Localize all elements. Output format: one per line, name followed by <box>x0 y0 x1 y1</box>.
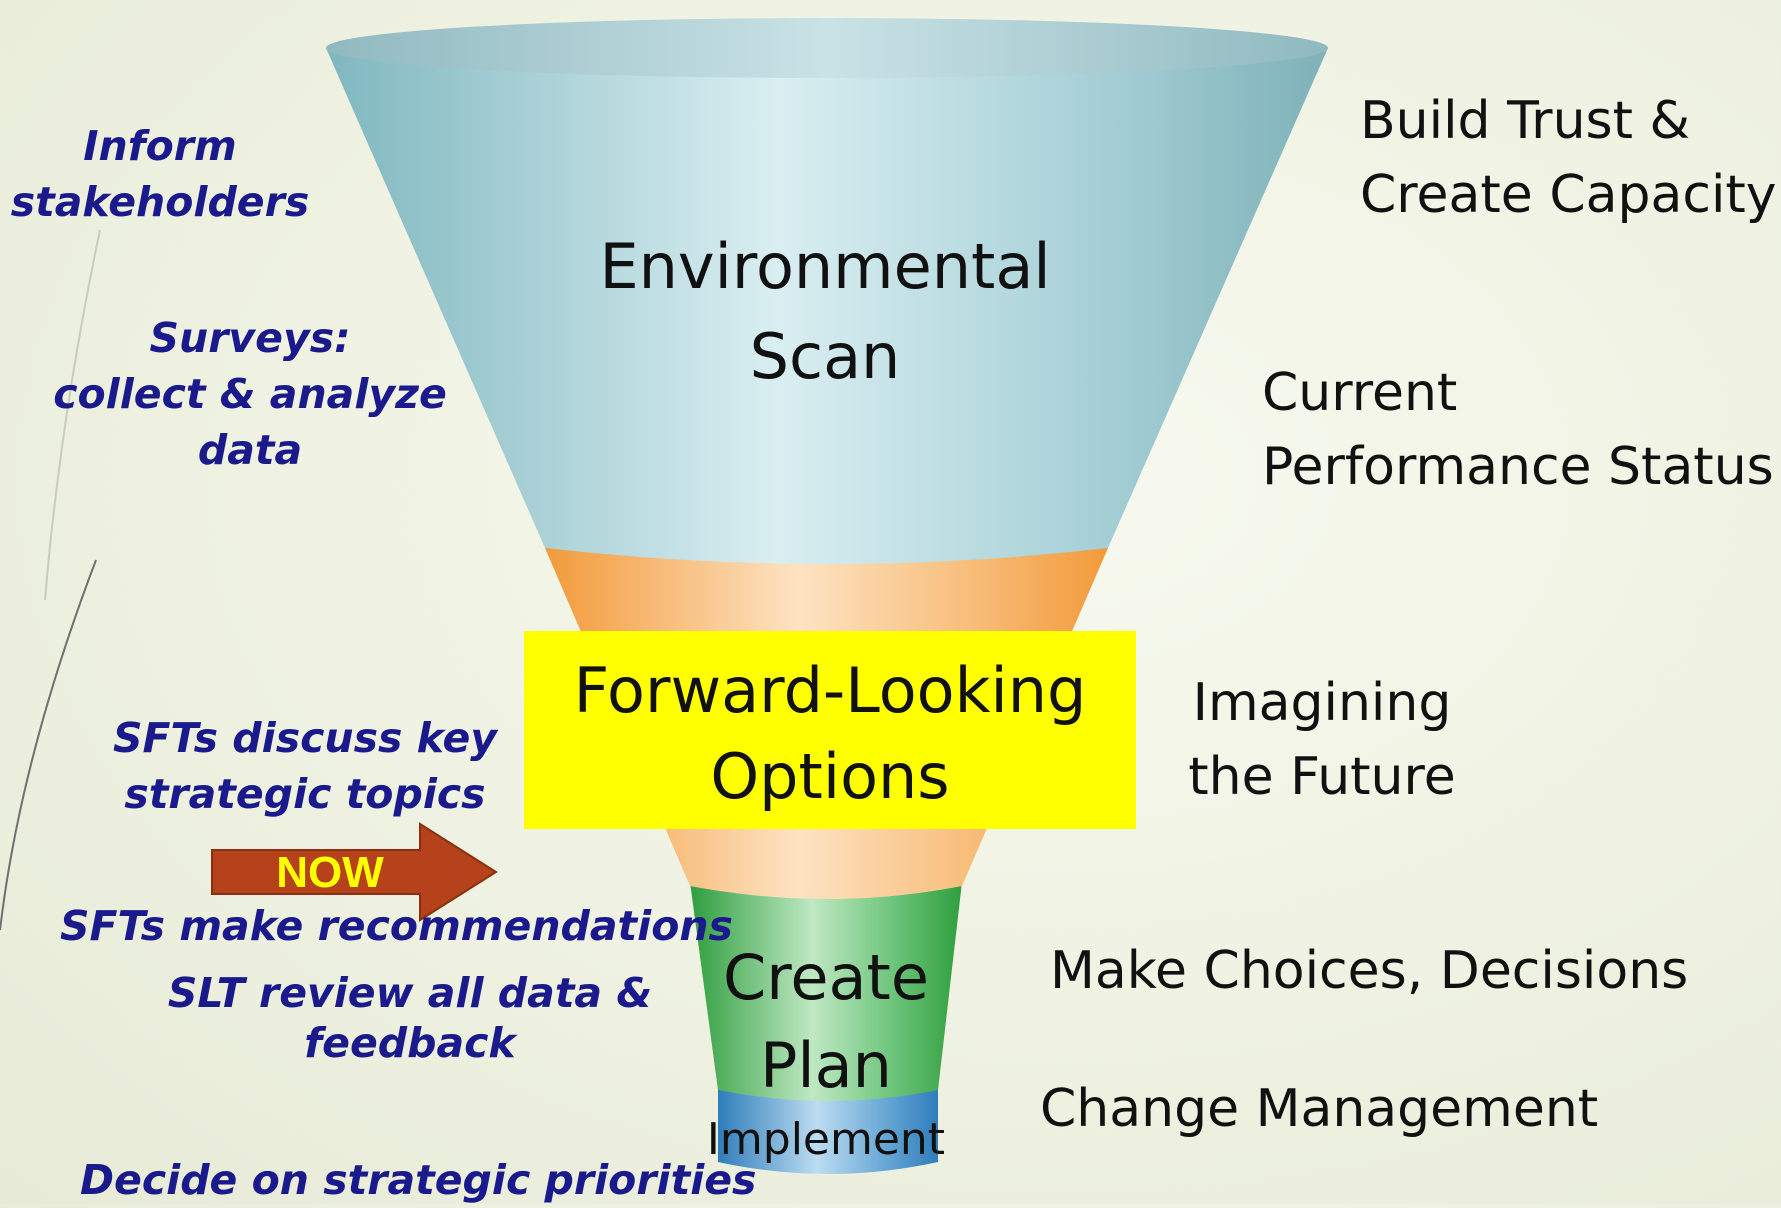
stage-scan-line2: Scan <box>749 320 901 393</box>
slt-review-line1: SLT review all data & <box>167 969 653 1017</box>
build-trust-line2: Create Capacity <box>1360 165 1777 225</box>
funnel-scan-cone <box>326 33 1328 564</box>
stage-scan-line1: Environmental <box>599 230 1051 303</box>
stage-scan-label: Environmental Scan <box>560 222 1090 402</box>
funnel-plan-band <box>690 882 962 1101</box>
stage-plan-line1: Create <box>722 941 929 1014</box>
stage-options-line1: Forward-Looking <box>573 654 1087 727</box>
stage-implement-label: Implement <box>706 1114 946 1165</box>
make-choices-label: Make Choices, Decisions <box>1050 941 1689 1001</box>
surveys-label: Surveys: collect & analyze data <box>30 310 470 478</box>
stage-options-label: Forward-Looking Options <box>524 648 1136 820</box>
inform-line2: stakeholders <box>10 178 310 226</box>
sfts-discuss-label: SFTs discuss key strategic topics <box>100 710 510 822</box>
surveys-line1: Surveys: <box>149 314 351 362</box>
imagining-future-label: Imagining the Future <box>1184 666 1460 814</box>
slt-review-label: SLT review all data & feedback <box>160 968 660 1068</box>
surveys-line3: data <box>197 426 303 474</box>
inform-stakeholders-label: Inform stakeholders <box>0 118 320 230</box>
sfts-discuss-line2: strategic topics <box>124 770 486 818</box>
inform-line1: Inform <box>83 122 237 170</box>
sfts-discuss-line1: SFTs discuss key <box>112 714 498 762</box>
funnel-implement-band <box>718 1080 938 1174</box>
stage-options-line2: Options <box>710 740 950 813</box>
funnel-top-rim <box>326 18 1328 78</box>
build-trust-line1: Build Trust & <box>1360 91 1691 151</box>
slt-review-line2: feedback <box>304 1019 516 1067</box>
decide-priorities-label: Decide on strategic priorities <box>80 1156 757 1204</box>
current-line1: Current <box>1262 363 1458 423</box>
current-line2: Performance Status <box>1262 437 1774 497</box>
current-status-label: Current Performance Status <box>1262 356 1774 504</box>
sfts-recommend-label: SFTs make recommendations <box>60 902 733 950</box>
imagining-line1: Imagining <box>1192 673 1452 733</box>
forward-looking-highlight <box>524 631 1136 829</box>
stage-plan-line2: Plan <box>760 1029 892 1102</box>
now-label: NOW <box>276 848 384 897</box>
surveys-line2: collect & analyze <box>53 370 447 418</box>
build-trust-label: Build Trust & Create Capacity <box>1360 84 1777 232</box>
change-management-label: Change Management <box>1040 1079 1599 1139</box>
now-arrow-icon <box>211 822 498 922</box>
imagining-line2: the Future <box>1188 747 1456 807</box>
stage-plan-label: Create Plan <box>690 934 962 1110</box>
